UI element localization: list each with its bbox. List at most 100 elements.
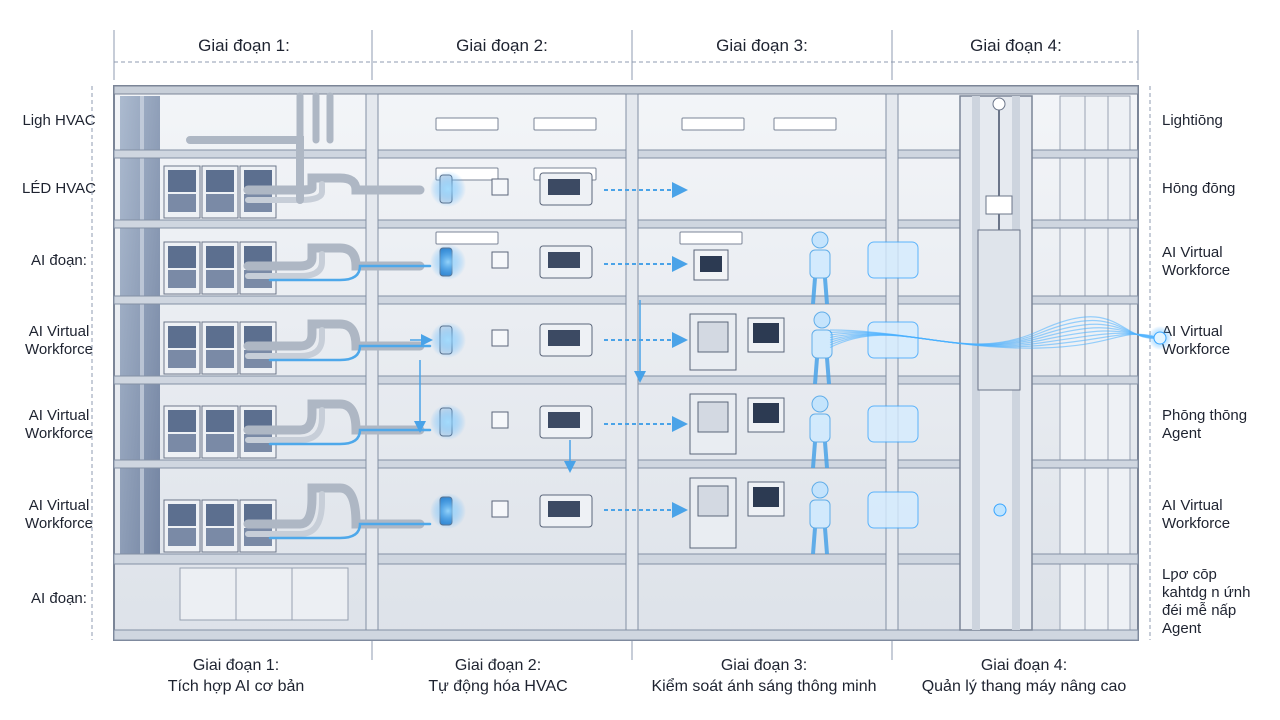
left-label-floor-6: AI Virtual Workforce bbox=[10, 497, 108, 533]
ceiling-light bbox=[681, 117, 745, 131]
hvac-unit bbox=[201, 321, 239, 375]
device-glow bbox=[430, 244, 466, 280]
left-label-line: AI Virtual bbox=[28, 497, 90, 514]
hvac-pipe-glow bbox=[268, 428, 432, 446]
phase-3-kiosks bbox=[689, 249, 785, 549]
roof-pipe bbox=[296, 92, 334, 144]
phase-4-bottom-label: Giai đoạn 4: Quản lý thang máy nâng cao bbox=[874, 655, 1174, 697]
device-glow bbox=[430, 493, 466, 529]
ceiling-light bbox=[773, 117, 837, 131]
smart-terminal bbox=[747, 481, 785, 517]
hvac-unit bbox=[163, 405, 201, 459]
left-label-floor-3: AI đoạn: bbox=[10, 252, 108, 270]
right-label-line: Agent bbox=[1162, 425, 1202, 442]
hvac-unit bbox=[201, 499, 239, 553]
right-label-line: AI Virtual bbox=[1162, 497, 1223, 514]
right-label-floor-3: AI Virtual Workforce bbox=[1162, 244, 1274, 280]
data-stream-glow bbox=[829, 316, 1172, 350]
phase-2-title: Giai đoạn 2: bbox=[454, 657, 542, 674]
thermostat bbox=[491, 251, 509, 269]
right-facade-windows bbox=[1059, 95, 1131, 631]
hvac-pipe-glow bbox=[268, 522, 432, 540]
phase-3-top-label: Giai đoạn 3: bbox=[716, 36, 808, 55]
right-label-floor-1: Lightiōng bbox=[1162, 112, 1274, 130]
virtual-agent-figure bbox=[809, 231, 831, 305]
hvac-pipes bbox=[186, 92, 432, 540]
phase-1-top-label: Giai đoạn 1: bbox=[198, 36, 290, 55]
left-label-floor-7: AI đoạn: bbox=[10, 590, 108, 608]
right-label-line: kahtdg n ứnh bbox=[1162, 584, 1251, 601]
stream-line bbox=[829, 316, 1161, 349]
right-label-floor-6: AI Virtual Workforce bbox=[1162, 497, 1274, 533]
control-panel bbox=[539, 245, 593, 279]
smart-kiosk bbox=[689, 393, 737, 455]
hvac-unit bbox=[163, 241, 201, 295]
hvac-unit bbox=[201, 405, 239, 459]
phase-4-title: Giai đoạn 4: bbox=[980, 657, 1068, 674]
left-label-line: Workforce bbox=[24, 515, 94, 532]
virtual-agents bbox=[809, 231, 919, 555]
right-label-line: Workforce bbox=[1162, 515, 1231, 532]
hvac-pipe-glow bbox=[268, 264, 432, 282]
right-label-line: Hōng đōng bbox=[1162, 180, 1236, 197]
right-label-line: Lƿơ cōp bbox=[1162, 566, 1217, 583]
phase-1-subtitle: Tích hợp AI cơ bản bbox=[167, 678, 305, 695]
control-panel bbox=[539, 323, 593, 357]
right-label-floor-7: Lƿơ cōp kahtdg n ứnh đéi mễ nấp Agent bbox=[1162, 566, 1274, 638]
hvac-pipe-glow bbox=[268, 344, 432, 362]
left-label-line: AI Virtual bbox=[28, 323, 90, 340]
smart-kiosk bbox=[689, 477, 737, 549]
control-panel bbox=[539, 172, 593, 206]
right-label-line: AI Virtual bbox=[1162, 323, 1223, 340]
thermostat bbox=[491, 178, 509, 196]
phase-1-title: Giai đoạn 1: bbox=[192, 657, 280, 674]
right-label-line: Lightiōng bbox=[1162, 112, 1223, 129]
phase-3-bottom-label: Giai đoạn 3: Kiểm soát ánh sáng thông mi… bbox=[614, 655, 914, 697]
left-label-line: Ligh HVAC bbox=[22, 112, 96, 129]
elevator-shaft bbox=[959, 95, 1033, 631]
hvac-pipe bbox=[243, 243, 425, 271]
left-glass-facade bbox=[120, 96, 160, 562]
hvac-pipe bbox=[245, 407, 325, 443]
holo-screen bbox=[867, 491, 919, 529]
hvac-pipe bbox=[243, 483, 425, 529]
hvac-pipe bbox=[245, 251, 325, 279]
virtual-agent-figure bbox=[809, 481, 831, 555]
phase-3-subtitle: Kiểm soát ánh sáng thông minh bbox=[651, 678, 877, 695]
virtual-agent-figure bbox=[809, 395, 831, 469]
left-label-line: LÉD HVAC bbox=[22, 180, 96, 197]
control-panel bbox=[539, 494, 593, 528]
right-label-line: Workforce bbox=[1162, 341, 1231, 358]
phase-1-bottom-label: Giai đoạn 1: Tích hợp AI cơ bản bbox=[86, 655, 386, 697]
device-glow bbox=[430, 322, 466, 358]
ceiling-light bbox=[435, 117, 499, 131]
roof-slab bbox=[113, 85, 1139, 95]
hvac-pipe bbox=[245, 491, 325, 537]
holo-screen bbox=[867, 405, 919, 443]
stream-node-core bbox=[1153, 331, 1167, 345]
phase-3-title: Giai đoạn 3: bbox=[720, 657, 808, 674]
phase-2-top-label: Giai đoạn 2: bbox=[456, 36, 548, 55]
device-glow bbox=[430, 404, 466, 440]
right-label-line: Phōng thōng bbox=[1162, 407, 1248, 424]
hvac-pipe bbox=[243, 399, 425, 435]
phase-2-subtitle: Tự động hóa HVAC bbox=[428, 678, 568, 695]
right-label-line: Workforce bbox=[1162, 262, 1231, 279]
left-label-line: AI Virtual bbox=[28, 407, 90, 424]
smart-kiosk bbox=[689, 313, 737, 371]
data-flow-arrows bbox=[410, 182, 688, 518]
left-label-floor-2: LÉD HVAC bbox=[10, 180, 108, 198]
phase-2-controllers bbox=[430, 171, 593, 529]
left-label-floor-1: Ligh HVAC bbox=[10, 112, 108, 130]
left-label-line: AI đoạn: bbox=[31, 590, 87, 607]
hvac-unit bbox=[201, 241, 239, 295]
holo-screen bbox=[867, 241, 919, 279]
ceiling-light bbox=[533, 117, 597, 131]
holo-screen bbox=[867, 321, 919, 359]
left-label-line: AI đoạn: bbox=[31, 252, 87, 269]
phase-4-subtitle: Quản lý thang máy nâng cao bbox=[921, 678, 1127, 695]
hvac-unit bbox=[163, 165, 201, 219]
monitor-screen bbox=[700, 256, 722, 272]
thermostat bbox=[491, 500, 509, 518]
virtual-agent-figure bbox=[811, 311, 833, 385]
